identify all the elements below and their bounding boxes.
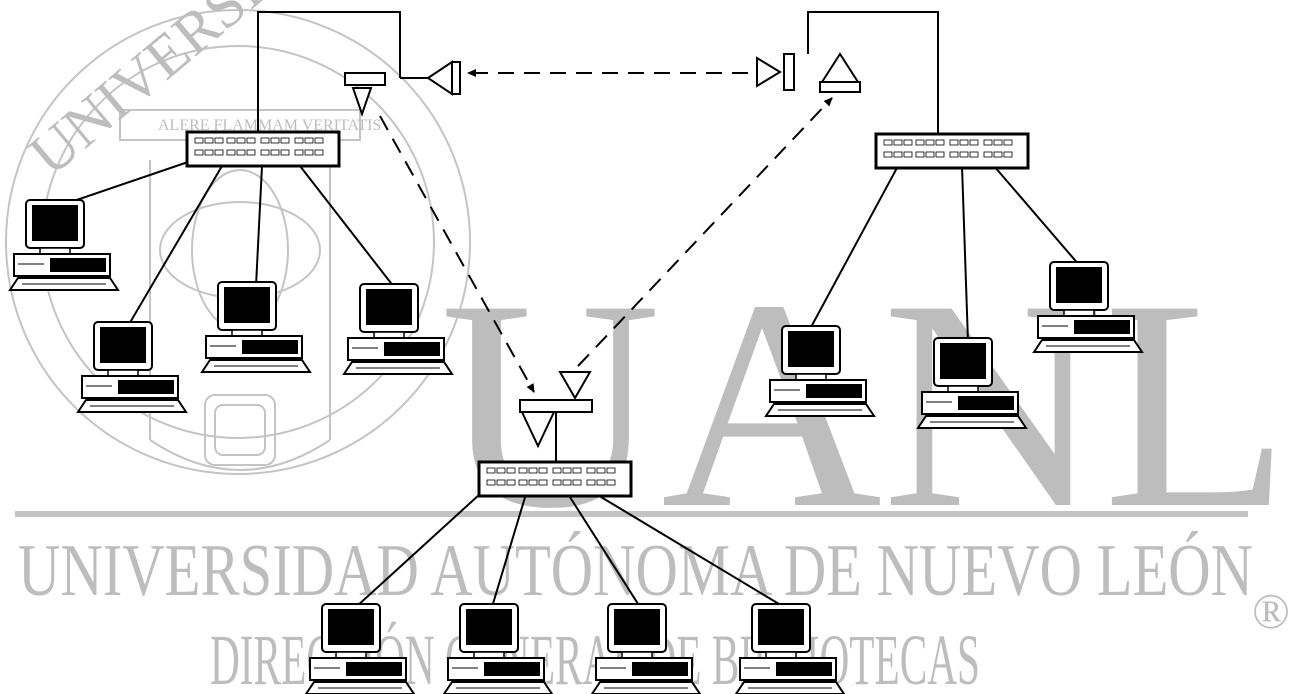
wired-links (61, 11, 1081, 608)
hub-left (187, 132, 339, 166)
wireless-link-left-bottom (379, 115, 535, 393)
computers-left-hub (9, 199, 453, 413)
hub-right (876, 134, 1028, 168)
antenna-left (344, 60, 461, 118)
antenna-right (756, 52, 861, 93)
computer (77, 321, 187, 413)
antenna-bottom (519, 371, 593, 449)
registered-mark: ® (1252, 583, 1290, 639)
seal-motto: ALERE FLAMMAM VERITATIS (158, 117, 381, 134)
computer (343, 283, 453, 375)
hub-bottom (479, 462, 631, 496)
computer (9, 199, 119, 291)
computer (201, 281, 311, 373)
wireless-links (379, 69, 833, 393)
wireless-link-right-bottom (577, 97, 833, 367)
